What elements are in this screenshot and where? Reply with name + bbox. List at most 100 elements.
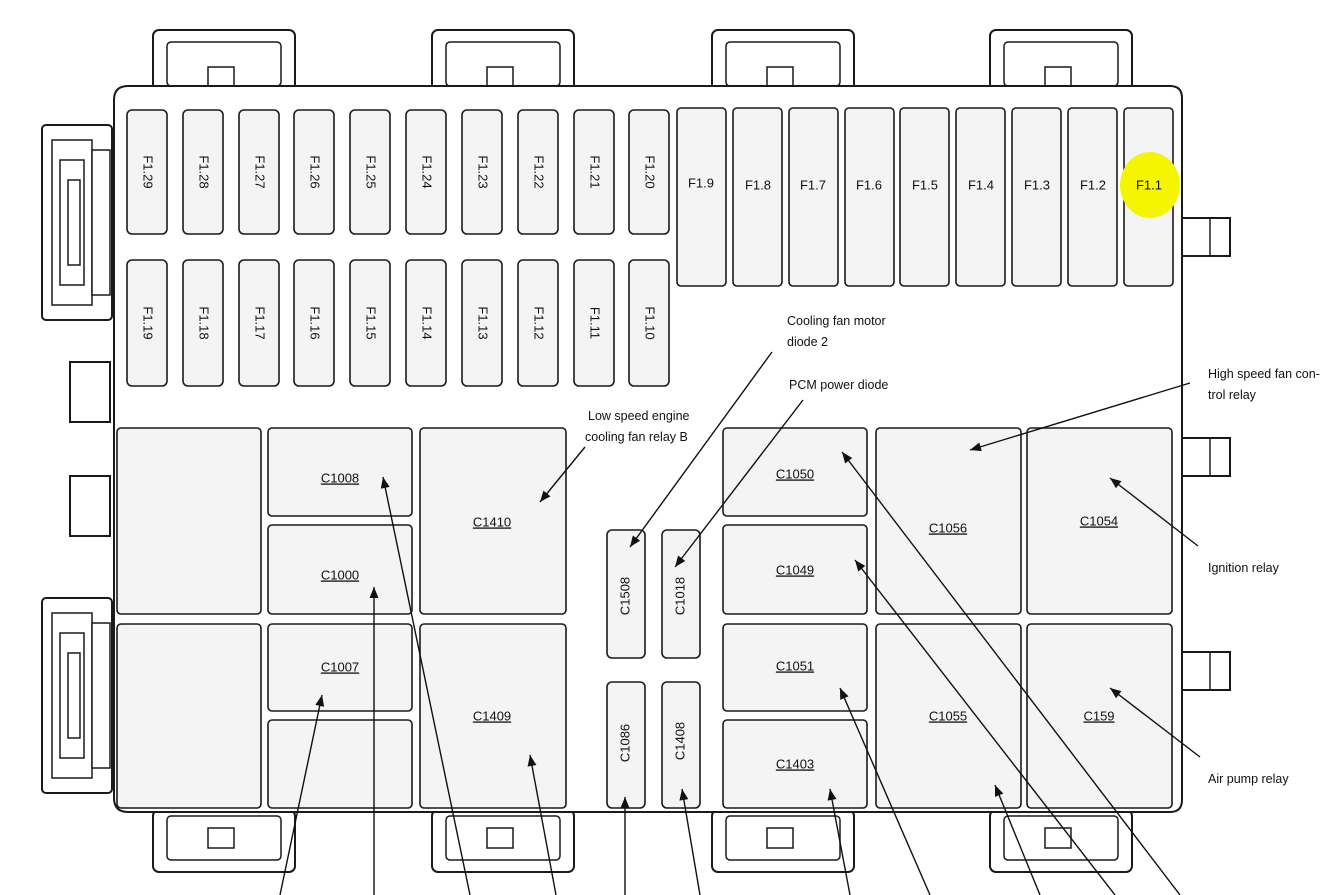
- callout-high-speed-line1: High speed fan con-: [1208, 367, 1320, 381]
- arrowhead: [1110, 688, 1122, 699]
- leader-line: [854, 559, 1116, 895]
- relay-c1054: [1026, 427, 1173, 615]
- relay-label-c1055: C1055: [929, 708, 967, 723]
- mini-fuse: [628, 109, 670, 235]
- relay-slot-empty: [267, 719, 413, 809]
- relay-c1008: [267, 427, 413, 517]
- fuse-label: F1.22: [532, 155, 547, 188]
- relay-label-c1410: C1410: [473, 514, 511, 529]
- leader-line: [529, 754, 557, 895]
- mini-fuse: [349, 109, 391, 235]
- fuse-label: F1.28: [197, 155, 212, 188]
- fuse-label: F1.27: [253, 155, 268, 188]
- arrowhead: [827, 789, 837, 801]
- maxi-fuse: [1011, 107, 1062, 287]
- fuse-label: F1.7: [800, 177, 826, 192]
- diode-c1018: [661, 529, 701, 659]
- arrowhead: [369, 587, 379, 598]
- relay-label-c1008: C1008: [321, 470, 359, 485]
- mini-fuse: [349, 259, 391, 387]
- callout-low-speed-line1: Low speed engine: [588, 409, 690, 423]
- relay-label-c1007: C1007: [321, 659, 359, 674]
- relay-label-c159: C159: [1083, 708, 1114, 723]
- fuse-label: F1.14: [420, 306, 435, 339]
- fuse-label: F1.25: [364, 155, 379, 188]
- mini-fuse: [405, 259, 447, 387]
- left-side-tabs: [69, 361, 111, 537]
- mini-fuse: [573, 109, 615, 235]
- fuse-label: F1.11: [588, 307, 603, 339]
- leader-lines: [279, 351, 1201, 895]
- maxi-fuse-row: F1.9 F1.8 F1.7 F1.6 F1.5 F1.4 F1.3 F1.2 …: [676, 107, 1180, 287]
- relay-label-c1403: C1403: [776, 756, 814, 771]
- maxi-fuse: [1067, 107, 1118, 287]
- fuse-label: F1.26: [308, 155, 323, 188]
- diode-label-c1086: C1086: [617, 724, 632, 762]
- fuse-label: F1.5: [912, 177, 938, 192]
- left-connector-upper: [41, 124, 113, 321]
- arrowhead: [540, 490, 551, 502]
- fuse-label: F1.18: [197, 306, 212, 339]
- mini-fuse: [238, 109, 280, 235]
- relay-block-right: C1050 C1049 C1051 C1403 C1056 C1055 C105…: [722, 427, 1173, 809]
- maxi-fuse: [732, 107, 783, 287]
- relay-c1056: [875, 427, 1022, 615]
- arrowhead: [315, 695, 325, 707]
- arrowhead: [679, 789, 689, 801]
- mini-fuse: [238, 259, 280, 387]
- mini-fuse: [293, 259, 335, 387]
- callout-low-speed-line2: cooling fan relay B: [585, 430, 688, 444]
- leader-line: [969, 382, 1191, 451]
- maxi-fuse: [955, 107, 1006, 287]
- diode-label-c1408: C1408: [672, 722, 687, 760]
- leader-line: [841, 451, 1181, 895]
- leader-line: [1109, 477, 1199, 547]
- callout-cooling-fan-diode-line2: diode 2: [787, 335, 828, 349]
- arrowhead: [1110, 478, 1122, 489]
- fuse-label: F1.8: [745, 177, 771, 192]
- relay-c1410: [419, 427, 567, 615]
- arrowhead: [527, 755, 537, 767]
- fuse-label: F1.29: [141, 155, 156, 188]
- fuse-label: F1.3: [1024, 177, 1050, 192]
- leader-line: [382, 476, 471, 895]
- mini-fuse: [293, 109, 335, 235]
- relay-c1050: [722, 427, 868, 517]
- mini-fuse: [517, 109, 559, 235]
- callout-pcm-power-diode: PCM power diode: [789, 378, 888, 392]
- fuse-label: F1.4: [968, 177, 994, 192]
- fuse-label: F1.20: [643, 155, 658, 188]
- mini-fuse-row-bottom: F1.19 F1.18 F1.17 F1.16 F1.15 F1.14 F1.1…: [126, 259, 670, 387]
- fuse-highlight-marker: [1120, 152, 1180, 218]
- diode-slots: C1508 C1018 C1086 C1408: [606, 529, 701, 809]
- mini-fuse: [461, 109, 503, 235]
- callout-ignition-relay: Ignition relay: [1208, 561, 1280, 575]
- relay-c1055: [875, 623, 1022, 809]
- callout-air-pump-relay: Air pump relay: [1208, 772, 1289, 786]
- mini-fuse: [628, 259, 670, 387]
- callout-labels: Cooling fan motor diode 2 PCM power diod…: [585, 314, 1320, 786]
- leader-line: [674, 399, 804, 568]
- top-mounting-tabs: [152, 29, 1133, 93]
- arrowhead: [855, 560, 866, 572]
- relay-c1000: [267, 524, 413, 615]
- fuse-label: F1.12: [532, 306, 547, 339]
- maxi-fuse: [899, 107, 950, 287]
- callout-cooling-fan-diode-line1: Cooling fan motor: [787, 314, 886, 328]
- right-side-tabs: [1177, 217, 1231, 691]
- maxi-fuse: [844, 107, 895, 287]
- diode-label-c1018: C1018: [672, 577, 687, 615]
- fuse-label: F1.6: [856, 177, 882, 192]
- leader-line: [829, 788, 851, 895]
- arrowhead: [840, 688, 849, 700]
- fuse-label: F1.10: [643, 306, 658, 339]
- fuse-label-highlighted: F1.1: [1136, 177, 1162, 192]
- leader-line: [629, 351, 773, 548]
- maxi-fuse: [676, 107, 727, 287]
- relay-label-c1049: C1049: [776, 562, 814, 577]
- relay-label-c1051: C1051: [776, 658, 814, 673]
- diode-label-c1508: C1508: [617, 577, 632, 615]
- leader-line: [994, 784, 1041, 895]
- arrowhead: [380, 477, 390, 489]
